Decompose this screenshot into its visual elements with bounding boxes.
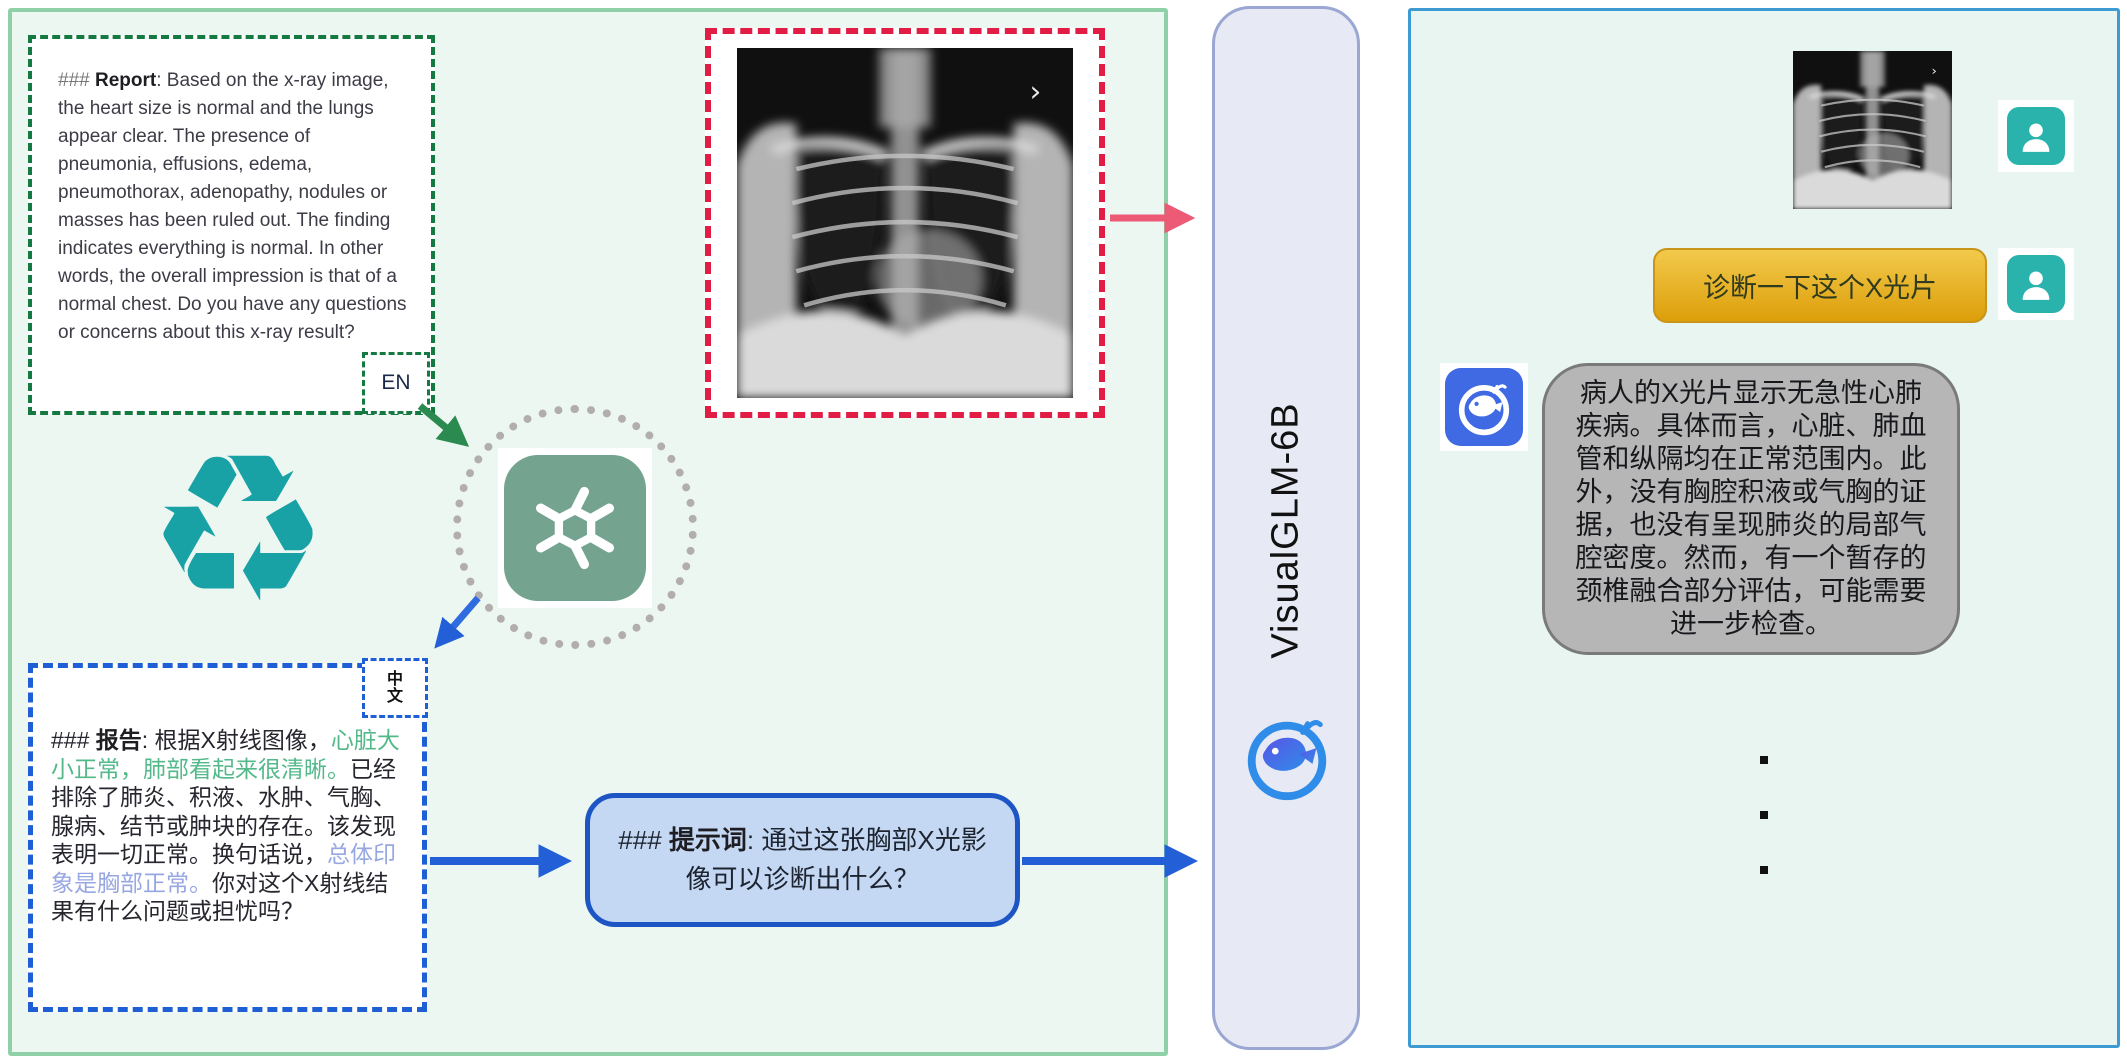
zh-seg-plain3: 你对这个X射线结果有什么问题或担忧吗？ — [51, 869, 389, 925]
prompt-title: 提示词 — [668, 825, 747, 855]
report-hashes-zh: ### — [51, 727, 90, 753]
model-name: VisualGLM-6B — [1264, 401, 1307, 659]
user-avatar-backing — [1998, 100, 2074, 172]
openai-icon — [504, 455, 646, 601]
recycle-icon: ♻ — [146, 411, 330, 649]
report-hashes: ### — [58, 70, 90, 91]
zh-seg-plain1: : 根据X射线图像， — [141, 727, 331, 753]
ellipsis-dot — [1760, 756, 1768, 764]
uploaded-xray-thumbnail — [1793, 51, 1952, 209]
bot-response-bubble: 病人的X光片显示无急性心肺疾病。具体而言，心脏、肺血管和纵隔均在正常范围内。此外… — [1542, 363, 1960, 655]
english-report-box: ### Report: Based on the x-ray image, th… — [28, 35, 435, 415]
zh-seg-violet: 总体印象是胸部正常。 — [51, 841, 396, 896]
report-title: Report — [94, 70, 157, 91]
ellipsis-dot — [1760, 811, 1768, 819]
report-body: : Based on the x-ray image, the heart si… — [58, 70, 407, 343]
bot-response-text: 病人的X光片显示无急性心肺疾病。具体而言，心脏、肺血管和纵隔均在正常范围内。此外… — [1575, 378, 1927, 639]
diagnose-prompt-button[interactable]: 诊断一下这个X光片 — [1653, 248, 1987, 323]
zh-seg-plain2: 已经排除了肺炎、积液、水肿、气胸、腺病、结节或肿块的存在。该发现表明一切正常。换… — [51, 755, 396, 868]
report-title-zh: 报告 — [95, 727, 142, 753]
language-tag-zh: 中 文 — [362, 658, 428, 718]
openai-knot-glyph — [536, 486, 614, 570]
chatglm-whale-icon — [1247, 720, 1327, 801]
visualglm-bar — [1212, 6, 1360, 1050]
prompt-box: ### 提示词: 通过这张胸部X光影像可以诊断出什么？ — [585, 793, 1020, 927]
prompt-body: : 通过这张胸部X光影像可以诊断出什么？ — [685, 825, 987, 894]
chinese-report-box: ### 报告: 根据X射线图像，心脏大小正常，肺部看起来很清晰。已经排除了肺炎、… — [28, 663, 427, 1012]
ellipsis-dot — [1760, 866, 1768, 874]
user-avatar-icon-2 — [2007, 255, 2065, 313]
zh-seg-green: 心脏大小正常，肺部看起来很清晰。 — [51, 727, 400, 782]
user-avatar-icon — [2007, 107, 2065, 165]
user-avatar-backing-2 — [1998, 248, 2074, 320]
chest-xray-image — [737, 48, 1073, 398]
dotted-circle — [453, 405, 697, 649]
language-tag-en: EN — [362, 352, 430, 414]
bot-avatar-backing — [1440, 363, 1528, 451]
bot-avatar-icon — [1445, 368, 1523, 446]
